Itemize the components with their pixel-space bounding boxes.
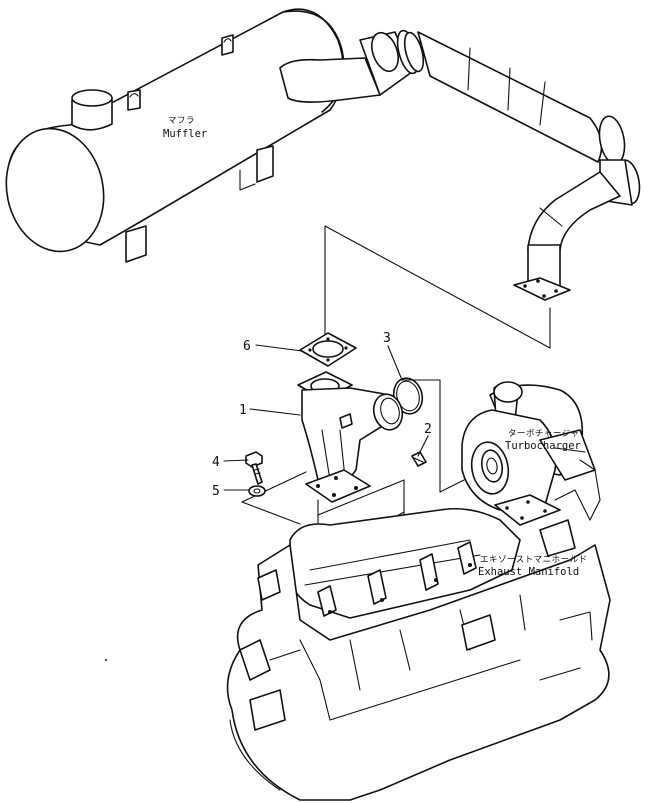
gasket-6 bbox=[299, 332, 357, 367]
leader-lines bbox=[223, 344, 429, 491]
callout-4: 4 bbox=[212, 455, 220, 470]
washer-5 bbox=[248, 485, 266, 497]
turbocharger-label-jp: ターボチャージャ bbox=[508, 429, 579, 439]
muffler-label-jp: マフラ bbox=[168, 116, 195, 126]
turbocharger-label-en: Turbocharger bbox=[505, 440, 581, 452]
plug-2 bbox=[411, 451, 427, 467]
callout-3: 3 bbox=[383, 331, 391, 346]
elbow-part-1 bbox=[297, 371, 404, 503]
manifold-label-en: Exhaust Manifold bbox=[478, 566, 579, 578]
muffler-label-en: Muffler bbox=[163, 128, 207, 140]
stray-dot bbox=[105, 659, 107, 661]
callout-1: 1 bbox=[239, 403, 247, 418]
callout-5: 5 bbox=[212, 484, 220, 499]
bolt-4 bbox=[245, 451, 263, 485]
manifold-label-jp: エキゾーストマニホールド bbox=[480, 555, 588, 565]
muffler bbox=[5, 8, 345, 263]
callout-6: 6 bbox=[243, 339, 251, 354]
engine bbox=[226, 489, 611, 801]
callout-2: 2 bbox=[424, 422, 432, 437]
turbocharger bbox=[461, 381, 601, 526]
exhaust-pipe bbox=[279, 29, 641, 301]
